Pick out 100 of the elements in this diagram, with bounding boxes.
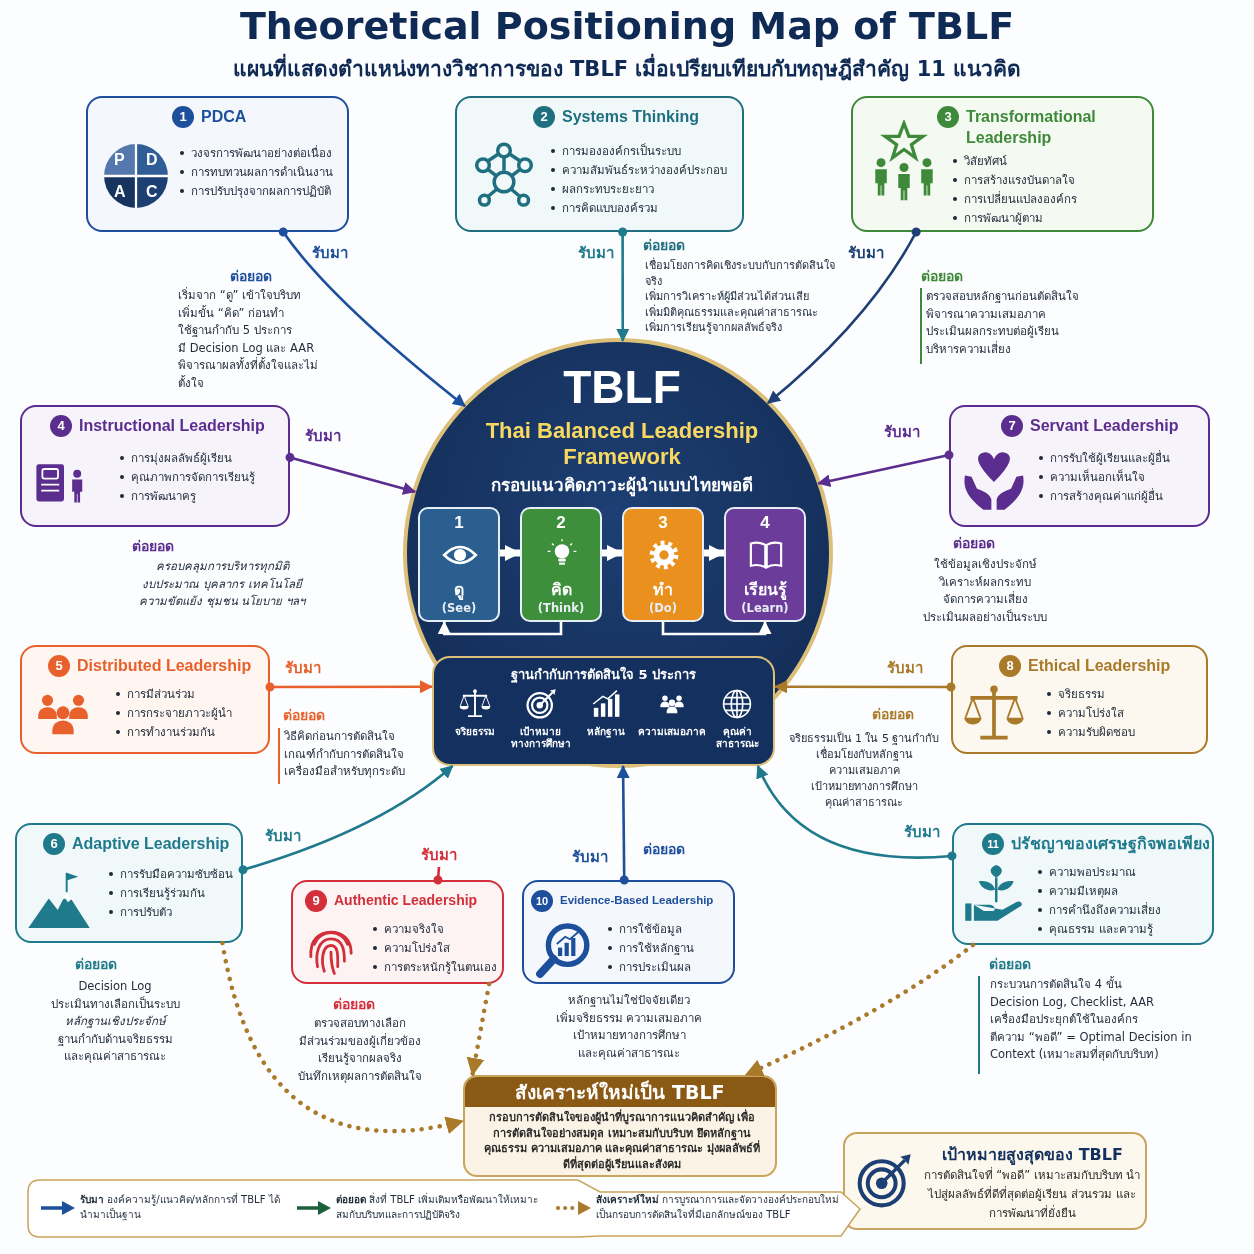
note-line: เครื่องมือสำหรับทุกระดับ xyxy=(284,763,406,780)
note-line: ตรวจสอบทางเลือก xyxy=(313,1015,407,1032)
note-line: เพิ่มจริยธรรม ความเสมอภาค xyxy=(554,1009,704,1027)
card-title: Transformational Leadership xyxy=(966,107,1097,148)
step-card xyxy=(724,507,806,622)
note-heading: ต่อยอด xyxy=(132,538,174,555)
bullet-item: การรับใช้ผู้เรียนและผู้อื่น xyxy=(1050,451,1170,465)
arrow xyxy=(602,545,623,561)
arrow xyxy=(616,765,630,885)
bullet-item: การประเมินผล xyxy=(619,960,691,974)
legend-text: สังเคราะห์ใหม่ การบูรณาการและจัดวางองค์ประกอบใหม่เป็นกรอบการตัดสินใจที่มีเอกลักษณ์ของ TBLF xyxy=(596,1192,841,1222)
panel-heading: ฐานกำกับการตัดสินใจ 5 ประการ xyxy=(509,665,698,685)
note-line: ครอบคลุมการบริหารทุกมิติ xyxy=(154,558,291,575)
bullet-item: การพัฒนาผู้ตาม xyxy=(964,211,1043,225)
subtitle: แผนที่แสดงตำแหน่งทางวิชาการของ TBLF เมื่อเปรียบเทียบกับทฤษฎีสำคัญ 11 แนวคิด xyxy=(0,52,1254,85)
note-line: พิจารณาผลทั้งที่ตั้งใจและไม่ตั้งใจ xyxy=(178,357,319,392)
note-heading: ต่อยอด xyxy=(230,268,272,285)
theory-card xyxy=(20,405,290,527)
note-line: Decision Log, Checklist, AAR xyxy=(990,993,1156,1011)
note-line: พิจารณาความเสมอภาค xyxy=(926,305,1047,323)
arrow xyxy=(661,621,772,636)
note-line: จัดการความเสี่ยง xyxy=(941,591,1029,608)
note-line: เพิ่มการวิเคราะห์ผู้มีส่วนได้ส่วนเสีย xyxy=(645,289,810,304)
step-name: คิด xyxy=(549,579,573,601)
note-line: ฐานกำกับด้านจริยธรรม xyxy=(56,1030,174,1048)
note-line: ความขัดแย้ง ชุมชน นโยบาย ฯลฯ xyxy=(138,593,307,610)
note-line: เชื่อมโยงการคิดเชิงระบบกับการตัดสินใจจริง xyxy=(645,258,836,288)
number-badge: 6 xyxy=(43,833,65,855)
note-line: มีส่วนร่วมของผู้เกี่ยวข้อง xyxy=(298,1032,422,1050)
bullet-item: วิสัยทัศน์ xyxy=(964,154,1007,168)
bullet-item: การทบทวนผลการดำเนินงาน xyxy=(191,165,333,179)
theory-card xyxy=(952,823,1214,945)
card-title: ปรัชญาของเศรษฐกิจพอเพียง xyxy=(1011,834,1210,854)
criterion-label: จริยธรรม xyxy=(454,726,496,738)
criterion-label: ความเสมอภาค xyxy=(636,726,707,738)
criteria-panel xyxy=(432,656,775,766)
step-name: ทำ xyxy=(652,579,674,601)
note-line: กระบวนการตัดสินใจ 4 ขั้น xyxy=(990,976,1123,993)
step-card xyxy=(418,507,500,622)
framework-name: Thai Balanced Leadership Framework xyxy=(484,418,760,471)
note-heading: ต่อยอด xyxy=(921,268,963,285)
number-badge: 2 xyxy=(533,106,555,128)
step-english: (See) xyxy=(440,601,478,615)
card-title: Adaptive Leadership xyxy=(72,834,230,854)
arrow xyxy=(500,545,521,561)
bullet-item: ความเห็นอกเห็นใจ xyxy=(1050,470,1145,484)
note-line: เกณฑ์กำกับการตัดสินใจ xyxy=(284,745,405,763)
note-heading: ต่อยอด xyxy=(643,841,685,858)
goal-text: การตัดสินใจที่ “พอดี” เหมาะสมกับบริบท นำไปสู่ผลลัพธ์ที่ดีที่สุดต่อผู้เรียน ส่วนรวม และการพัฒนาที่ยั่งยืน xyxy=(922,1166,1142,1222)
framework-subtitle: กรอบแนวคิดภาวะผู้นำแบบไทยพอดี xyxy=(490,475,754,496)
note-line: Decision Log xyxy=(77,978,153,995)
quadrant-label: C xyxy=(145,181,158,202)
note-line: ใช้ข้อมูลเชิงประจักษ์ xyxy=(932,556,1038,573)
dotted-arrow xyxy=(220,940,466,1134)
note-heading: ต่อยอด xyxy=(953,535,995,552)
note-line: เพิ่มขั้น “คิด” ก่อนทำ xyxy=(178,304,286,322)
synthesis-text: กรอบการตัดสินใจของผู้นำที่บูรณาการแนวคิดสำคัญ เพื่อการตัดสินใจอย่างสมดุล เหมาะสมกับบริบท ยึดหลักฐาน คุณธรรม ความเสมอภาค และคุณค่าสาธารณะ มุ่งผลลัพธ์ที่ดีที่สุดต่อผู้เรียนและสังคม xyxy=(482,1110,762,1172)
note-heading: ต่อยอด xyxy=(283,707,325,724)
bullet-item: การมุ่งผลลัพธ์ผู้เรียน xyxy=(131,451,232,465)
step-number: 3 xyxy=(657,513,669,533)
bullet-item: การคำนึงถึงความเสี่ยง xyxy=(1049,903,1161,917)
note-line: ตีความ “พอดี” = Optimal Decision in Context (เหมาะสมที่สุดกับบริบท) xyxy=(990,1028,1193,1063)
bullet-item: การรับมือความซับซ้อน xyxy=(120,867,233,881)
note-heading: ต่อยอด xyxy=(989,956,1031,973)
bullet-item: ผลกระทบระยะยาว xyxy=(562,182,654,196)
arrow xyxy=(265,680,433,694)
note-line: และคุณค่าสาธารณะ xyxy=(63,1048,167,1065)
note-line: เครื่องมือประยุกต์ใช้ในองค์กร xyxy=(990,1011,1139,1028)
note-line: ใช้ฐานกำกับ 5 ประการ xyxy=(178,322,293,339)
number-badge: 4 xyxy=(50,415,72,437)
note-heading: ต่อยอด xyxy=(872,706,914,723)
quadrant-label: D xyxy=(145,150,158,171)
note-line: เป้าหมายทางการศึกษา xyxy=(571,1027,687,1044)
number-badge: 8 xyxy=(999,655,1021,677)
theory-card xyxy=(455,96,744,232)
theory-card xyxy=(86,96,349,232)
bullet-item: การกระจายภาวะผู้นำ xyxy=(127,706,232,720)
bullet-item: การใช้ข้อมูล xyxy=(619,922,682,936)
note-line: มี Decision Log และ AAR xyxy=(178,339,316,357)
step-card xyxy=(622,507,704,622)
bullet-item: การปรับปรุงจากผลการปฏิบัติ xyxy=(191,184,331,198)
bullet-item: การสร้างคุณค่าแก่ผู้อื่น xyxy=(1050,489,1163,503)
criterion-label: หลักฐาน xyxy=(586,726,626,738)
card-title: Servant Leadership xyxy=(1030,416,1179,436)
number-badge: 5 xyxy=(48,655,70,677)
title: Theoretical Positioning Map of TBLF xyxy=(238,4,1016,48)
card-title: Ethical Leadership xyxy=(1028,656,1171,676)
note-heading: ต่อยอด xyxy=(333,996,375,1013)
note-line: เป้าหมายทางการศึกษา xyxy=(809,779,919,795)
dotted-arrow xyxy=(743,942,976,1078)
note-line: คุณค่าสาธารณะ xyxy=(824,795,904,811)
theory-card xyxy=(15,823,243,943)
synthesis-card xyxy=(463,1075,777,1177)
theory-card xyxy=(949,405,1210,527)
bullet-item: การใช้หลักฐาน xyxy=(619,941,694,955)
bullet-item: ความโปร่งใส xyxy=(384,941,450,955)
card-title: Distributed Leadership xyxy=(77,656,252,676)
theory-card xyxy=(522,880,735,984)
bullet-item: การมององค์กรเป็นระบบ xyxy=(562,144,681,158)
step-number: 4 xyxy=(759,513,771,533)
